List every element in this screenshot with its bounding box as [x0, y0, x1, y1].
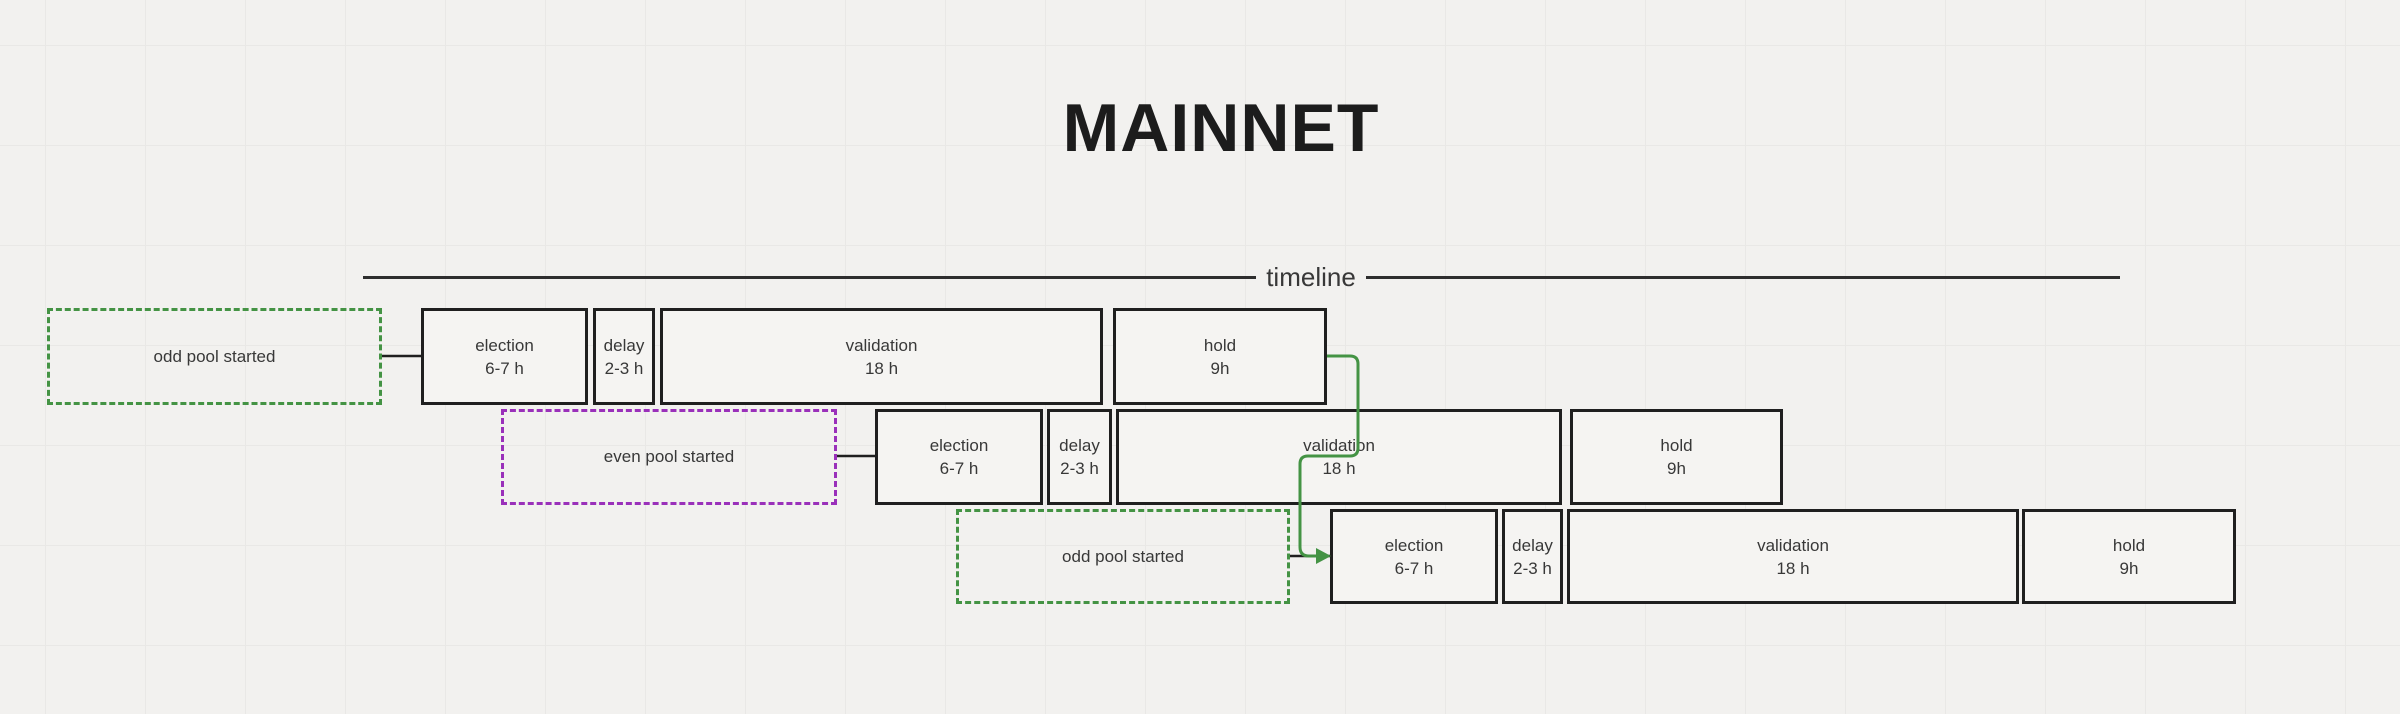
timeline-label: timeline: [1266, 262, 1356, 292]
phase-duration: 2-3 h: [1513, 558, 1552, 578]
timeline-line-left: [363, 276, 1256, 279]
phase-label: hold: [1203, 335, 1237, 355]
phase-box-election-row1[interactable]: election 6-7 h: [421, 308, 588, 405]
phase-box-hold-row3[interactable]: hold 9h: [2022, 509, 2236, 604]
phase-duration: 9h: [1210, 358, 1230, 378]
phase-duration: 9h: [2119, 558, 2139, 578]
phase-duration: 2-3 h: [1060, 459, 1099, 478]
trigger-box-odd-pool-row1[interactable]: odd pool started: [47, 308, 382, 405]
trigger-label: odd pool started: [1062, 546, 1184, 566]
phase-label: hold: [2112, 535, 2146, 555]
phase-label: delay: [1059, 436, 1100, 455]
page-title: MAINNET: [1062, 90, 1380, 166]
phase-duration: 6-7 h: [939, 459, 979, 478]
trigger-box-even-pool-row2[interactable]: even pool started: [501, 409, 837, 505]
phase-box-validation-row1[interactable]: validation 18 h: [660, 308, 1103, 405]
phase-box-delay-row2[interactable]: delay 2-3 h: [1047, 409, 1112, 505]
phase-duration: 6-7 h: [485, 358, 524, 378]
connector-hold-to-next-election[interactable]: [1298, 354, 1360, 564]
phase-label: delay: [603, 335, 645, 355]
phase-duration: 18 h: [1322, 459, 1356, 478]
phase-box-delay-row1[interactable]: delay 2-3 h: [593, 308, 655, 405]
trigger-box-odd-pool-row3[interactable]: odd pool started: [956, 509, 1290, 604]
phase-label: validation: [845, 335, 918, 355]
phase-box-hold-row2[interactable]: hold 9h: [1570, 409, 1783, 505]
timeline-line-right: [1366, 276, 2120, 279]
phase-box-delay-row3[interactable]: delay 2-3 h: [1502, 509, 1563, 604]
trigger-label: odd pool started: [153, 346, 276, 366]
phase-box-validation-row3[interactable]: validation 18 h: [1567, 509, 2019, 604]
trigger-label: even pool started: [603, 447, 735, 466]
phase-box-election-row2[interactable]: election 6-7 h: [875, 409, 1043, 505]
phase-duration: 18 h: [864, 358, 899, 378]
phase-label: validation: [1757, 535, 1829, 555]
phase-label: election: [929, 436, 989, 455]
phase-duration: 18 h: [1776, 558, 1810, 578]
phase-box-hold-row1[interactable]: hold 9h: [1113, 308, 1327, 405]
phase-label: election: [1384, 535, 1444, 555]
phase-duration: 2-3 h: [604, 358, 644, 378]
phase-box-election-row3[interactable]: election 6-7 h: [1330, 509, 1498, 604]
phase-duration: 6-7 h: [1394, 558, 1434, 578]
phase-label: hold: [1660, 436, 1693, 455]
phase-label: election: [475, 335, 534, 355]
phase-label: delay: [1512, 535, 1553, 555]
phase-duration: 9h: [1667, 459, 1686, 478]
arrowhead-icon: [1316, 548, 1331, 564]
